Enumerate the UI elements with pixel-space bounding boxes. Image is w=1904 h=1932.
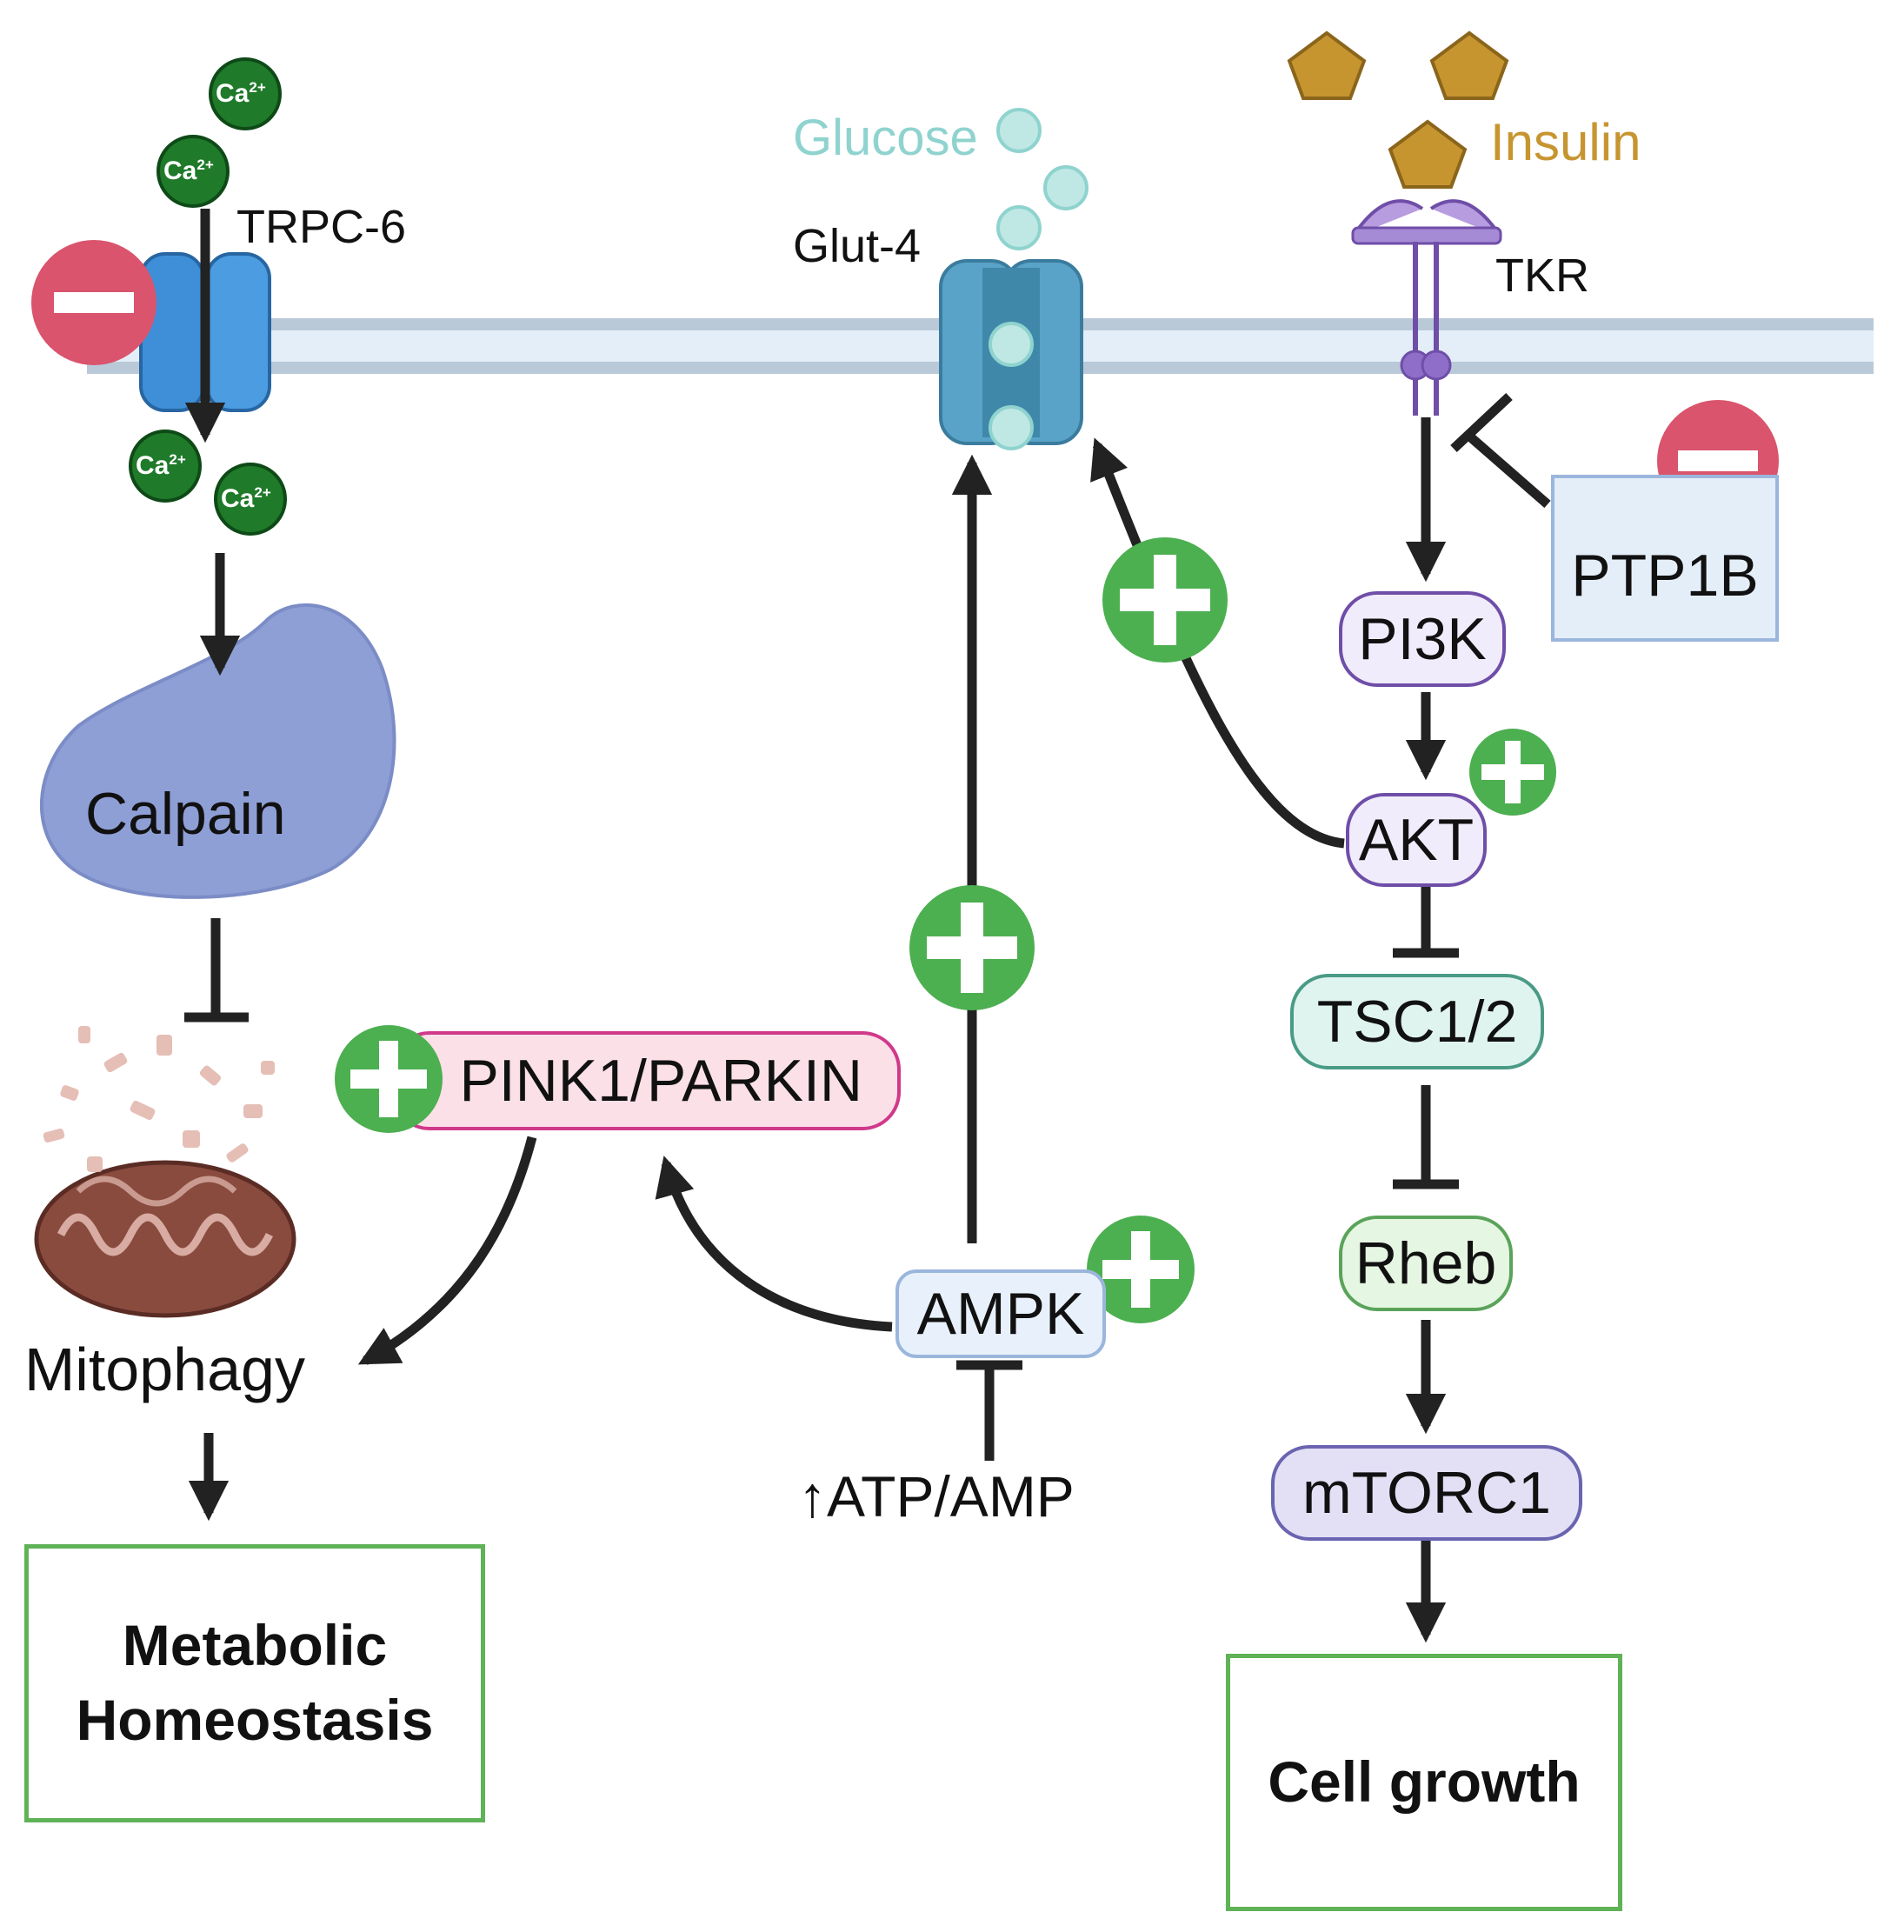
tkr-receptor <box>1351 199 1502 416</box>
trpc6-label: TRPC-6 <box>236 201 407 253</box>
metabolic-line2: Homeostasis <box>76 1688 434 1752</box>
calcium-label: Ca2+ <box>163 157 214 185</box>
metabolic-line1: Metabolic <box>122 1613 388 1678</box>
metabolic-homeostasis-box: Metabolic Homeostasis <box>24 1544 485 1822</box>
calcium-label: Ca2+ <box>136 451 186 480</box>
plus-activator-icon <box>335 1025 443 1133</box>
tsc-node: TSC1/2 <box>1290 974 1544 1069</box>
mtorc1-node: mTORC1 <box>1271 1445 1582 1541</box>
mitochondrion-icon <box>34 1026 296 1318</box>
mitophagy-label: Mitophagy <box>24 1336 305 1403</box>
calcium-label: Ca2+ <box>221 484 271 513</box>
insulin-pentagon-icon <box>1287 30 1509 189</box>
calcium-label: Ca2+ <box>216 79 266 108</box>
calcium-ion-icon <box>129 57 287 536</box>
pathway-connectors <box>184 392 1551 1643</box>
minus-inhibitor-icon <box>31 240 156 365</box>
glucose-molecule-icon <box>989 108 1088 450</box>
plus-activator-icon <box>909 537 1556 1323</box>
calpain-label: Calpain <box>85 781 286 847</box>
glucose-label: Glucose <box>793 110 978 166</box>
pink1-parkin-node: PINK1/PARKIN <box>391 1031 901 1130</box>
ptp1b-node: PTP1B <box>1551 475 1779 642</box>
tkr-label: TKR <box>1495 250 1589 302</box>
akt-node: AKT <box>1346 793 1487 887</box>
insulin-label: Insulin <box>1490 113 1641 171</box>
ampk-node: AMPK <box>895 1269 1106 1358</box>
atp-amp-label: ↑ATP/AMP <box>798 1464 1075 1529</box>
calpain-shape <box>39 603 396 899</box>
trpc6-channel <box>139 209 271 443</box>
glut4-label: Glut-4 <box>793 220 922 272</box>
pi3k-node: PI3K <box>1339 591 1506 687</box>
rheb-node: Rheb <box>1339 1216 1513 1311</box>
cell-growth-box: Cell growth <box>1226 1654 1622 1911</box>
